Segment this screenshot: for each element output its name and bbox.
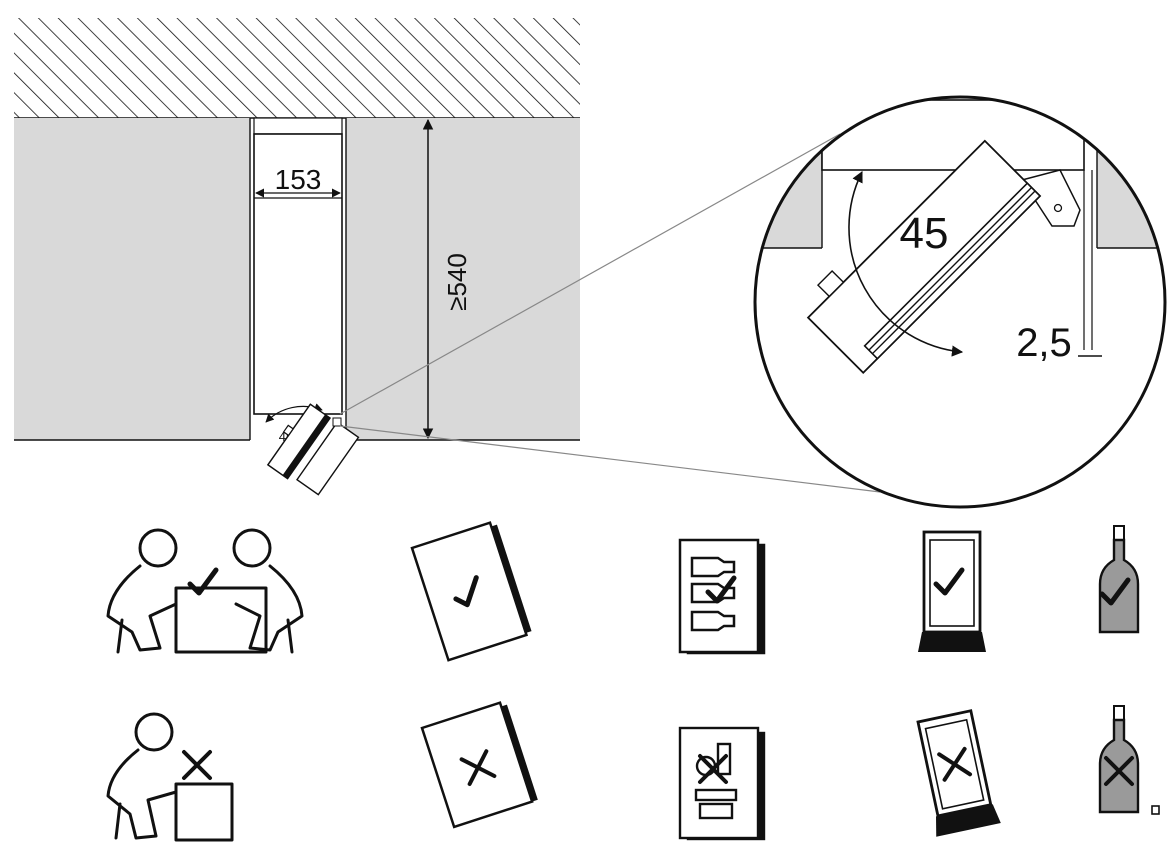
zoom-detail: 45 2,5 [753, 95, 1167, 509]
appliance-top-panel [253, 117, 343, 135]
gap-label: 2,5 [1016, 321, 1072, 365]
zoom-connector-bottom [339, 425, 881, 493]
small-door-assembly: 45 [265, 403, 360, 496]
leaning-unit-bad-icon [916, 709, 1001, 837]
left-wall [14, 118, 250, 440]
food-storage-bad-icon [678, 726, 766, 841]
zoom-angle-label: 45 [900, 209, 949, 258]
ceiling-hatch [14, 18, 580, 118]
right-wall [346, 118, 580, 440]
upright-unit-ok-icon [918, 530, 986, 652]
two-person-carry-icon [106, 528, 304, 654]
bottle-bad-icon [1098, 705, 1160, 815]
height-label: ≥540 [442, 253, 472, 311]
appliance-body [253, 133, 343, 415]
tilted-unit-bad-icon [420, 701, 538, 829]
one-person-carry-icon [106, 712, 234, 842]
tilted-unit-ok-icon [410, 521, 532, 662]
zoom-connector-top [339, 133, 841, 415]
width-label: 153 [275, 164, 322, 195]
bottle-ok-icon [1098, 525, 1140, 634]
bottle-rack-ok-icon [678, 538, 766, 655]
